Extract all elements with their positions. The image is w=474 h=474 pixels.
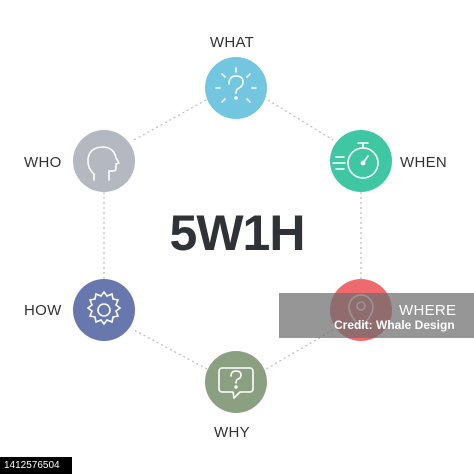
when-circle (330, 130, 392, 192)
label-where: WHERE (399, 302, 457, 319)
node-who (73, 130, 135, 192)
who-circle (73, 130, 135, 192)
connector-lines (103, 99, 362, 370)
node-how (73, 279, 135, 341)
connector-what-when (267, 99, 334, 141)
how-circle (73, 279, 135, 341)
node-what (205, 57, 267, 119)
watermark-band (279, 293, 474, 338)
label-when: WHEN (400, 154, 448, 171)
what-circle (205, 57, 267, 119)
question-burst-icon (215, 67, 257, 103)
connector-why-how (133, 329, 208, 370)
stopwatch-icon (332, 142, 379, 179)
connector-what-who (133, 99, 207, 141)
label-how: HOW (24, 302, 62, 319)
diagram-title: 5W1H (169, 205, 306, 261)
watermark-credit: Credit: Whale Design (334, 318, 455, 332)
question-bubble-icon (218, 367, 254, 399)
label-why: WHY (214, 424, 250, 441)
node-why (205, 351, 267, 413)
head-profile-icon (87, 146, 120, 181)
label-what: WHAT (209, 34, 255, 51)
label-who: WHO (24, 154, 62, 171)
node-when (330, 130, 392, 192)
watermark-image-id: 1412576504 (0, 457, 72, 474)
gear-icon (86, 290, 122, 326)
